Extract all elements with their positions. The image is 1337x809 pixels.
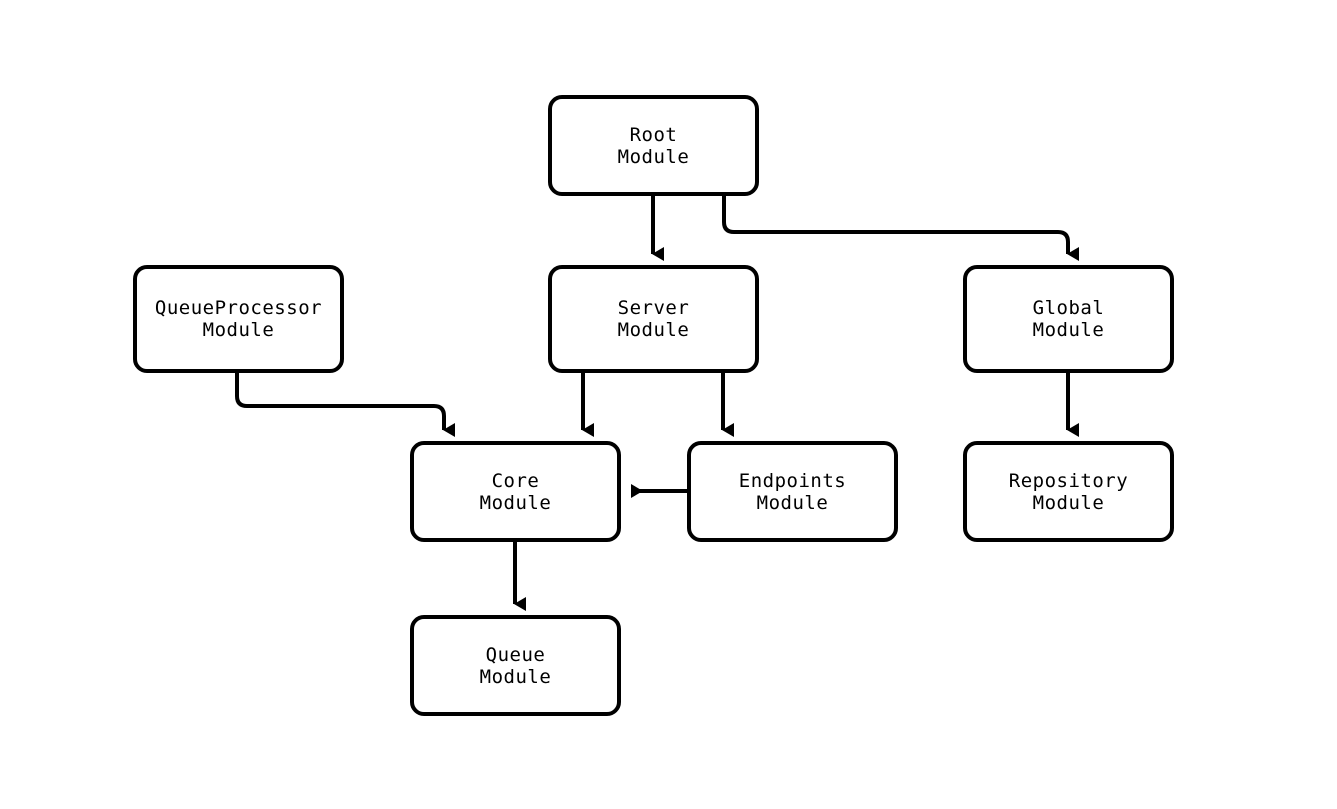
node-server-module-name: Server: [617, 297, 690, 319]
node-endpoints-module-suffix: Module: [756, 491, 829, 514]
node-root-module-name: Root: [629, 123, 678, 146]
edge-queueprocessor-to-core: [235, 373, 455, 437]
node-core-module[interactable]: Core Module: [410, 441, 621, 542]
node-global-module-suffix: Module: [1032, 319, 1105, 341]
node-queueprocessor-module-name: QueueProcessor: [154, 297, 323, 319]
node-core-module-suffix: Module: [479, 491, 552, 514]
edge-root-to-global: [722, 196, 1079, 261]
node-core-module-name: Core: [491, 469, 540, 492]
node-endpoints-module-name: Endpoints: [738, 469, 847, 492]
node-root-module[interactable]: Root Module: [548, 95, 759, 196]
node-queueprocessor-module-suffix: Module: [202, 319, 275, 341]
node-server-module-suffix: Module: [617, 319, 690, 341]
node-server-module[interactable]: Server Module: [548, 265, 759, 373]
node-global-module-name: Global: [1032, 297, 1105, 319]
node-repository-module-name: Repository: [1008, 469, 1129, 492]
node-queue-module-suffix: Module: [479, 665, 552, 688]
node-endpoints-module[interactable]: Endpoints Module: [687, 441, 898, 542]
node-queueprocessor-module[interactable]: QueueProcessor Module: [133, 265, 344, 373]
node-root-module-suffix: Module: [617, 145, 690, 168]
node-global-module[interactable]: Global Module: [963, 265, 1174, 373]
node-queue-module[interactable]: Queue Module: [410, 615, 621, 716]
node-queue-module-name: Queue: [485, 643, 546, 666]
node-repository-module-suffix: Module: [1032, 491, 1105, 514]
node-repository-module[interactable]: Repository Module: [963, 441, 1174, 542]
